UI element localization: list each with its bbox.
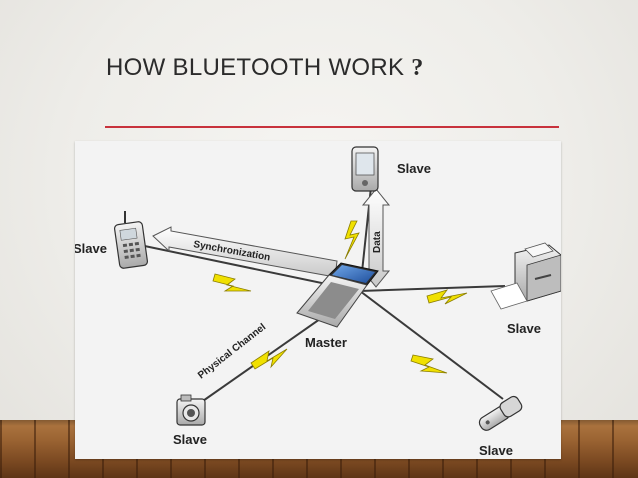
slave-label-camera: Slave [173, 432, 207, 447]
slide-title-text: HOW BLUETOOTH WORK [106, 54, 405, 81]
data-label: Data [372, 231, 383, 253]
lightning-bolts [212, 220, 468, 374]
slide-title: HOW BLUETOOTH WORK ? [106, 54, 424, 82]
line-to-printer-slave [359, 285, 506, 292]
data-arrow: Data [361, 188, 391, 288]
bolt-lower-left [250, 348, 288, 370]
bolt-right [426, 289, 468, 305]
slave-label-printer: Slave [507, 321, 541, 336]
diagram-svg: Synchronization Data Master Slave [75, 146, 561, 458]
bolt-lower-right [410, 354, 448, 374]
slave-label-left: Slave [75, 241, 107, 256]
bolt-top [344, 220, 360, 260]
slave-cellphone-icon: Slave [75, 211, 149, 269]
slave-printer-icon: Slave [490, 242, 561, 336]
bluetooth-diagram: Synchronization Data Master Slave [75, 141, 561, 459]
slide-title-mark: ? [411, 55, 424, 81]
physical-channel-label: Physical Channel [196, 322, 268, 382]
master-laptop-icon: Master [296, 262, 379, 350]
synchronization-arrow: Synchronization [152, 226, 338, 278]
bolt-left [212, 273, 252, 292]
slave-label-top: Slave [397, 161, 431, 176]
slave-flipphone-icon: Slave [478, 395, 523, 458]
slave-camera-icon: Slave Physical Channel [173, 322, 268, 447]
slave-label-phone: Slave [479, 443, 513, 458]
master-label: Master [305, 335, 347, 350]
line-to-phone-slave [359, 290, 504, 400]
title-underline [105, 126, 559, 128]
slave-pda-icon: Slave [351, 146, 431, 192]
